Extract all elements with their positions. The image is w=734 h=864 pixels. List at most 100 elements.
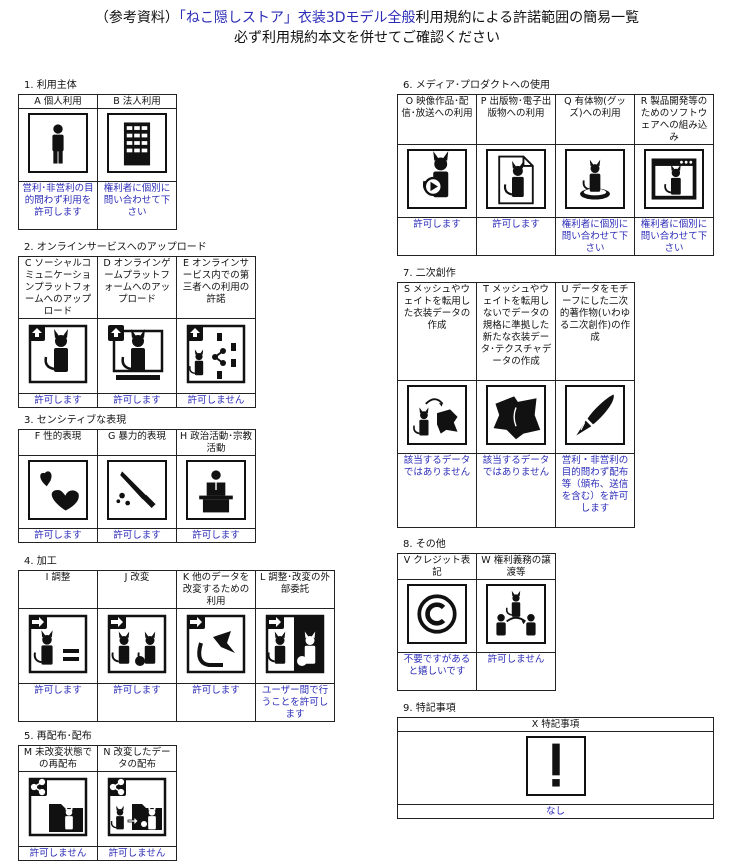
item-label: U データをモチーフにした二次的著作物(いわゆる二次創作)の作成	[555, 282, 635, 381]
status-text: 許可しません	[18, 846, 98, 861]
section-5: 5. 再配布･配布 M 未改変状態での再配布 N 改変したデータの配布 許可しま…	[18, 731, 177, 861]
status-text: なし	[397, 804, 714, 819]
status-text: 権利者に個別に問い合わせて下さい	[555, 217, 635, 256]
license-table: I 調整 J 改変 K 他のデータを改変するための利用 L 調整･改変の外部委託…	[18, 570, 335, 722]
item-label: J 改変	[97, 570, 177, 609]
section-heading: 5. 再配布･配布	[24, 731, 92, 742]
status-text: 許可します	[18, 683, 98, 722]
item-label: W 権利義務の譲渡等	[476, 553, 556, 580]
license-table: M 未改変状態での再配布 N 改変したデータの配布 許可しません 許可しません	[18, 745, 177, 861]
store-name: 「ねこ隠しストア」衣装3Dモデル全般	[178, 10, 416, 26]
section-7: 7. 二次創作 S メッシュやウェイトを転用した衣装データの作成 T メッシュや…	[397, 268, 635, 528]
pen-nib-icon	[565, 385, 625, 445]
status-text: 許可します	[18, 528, 98, 543]
status-text: 不要ですがあると嬉しいです	[397, 652, 477, 691]
share-folder-icon	[27, 776, 89, 838]
status-text: 許可します	[397, 217, 477, 256]
item-label: Q 有体物(グッズ)への利用	[555, 94, 635, 145]
item-label: V クレジット表記	[397, 553, 477, 580]
section-4: 4. 加工 I 調整 J 改変 K 他のデータを改変するための利用 L 調整･改…	[18, 556, 335, 722]
item-label: D オンラインゲームプラットフォームへのアップロード	[97, 256, 177, 319]
title-line-2: 必ず利用規約本文を併せてご確認ください	[234, 30, 500, 46]
status-text: 許可します	[97, 393, 177, 408]
reuse-data-icon	[185, 613, 247, 675]
status-text: 許可します	[18, 393, 98, 408]
item-label: C ソーシャルコミュニケーションプラットフォームへのアップロード	[18, 256, 98, 319]
license-table: S メッシュやウェイトを転用した衣装データの作成 T メッシュやウェイトを転用し…	[397, 282, 635, 528]
item-label: E オンラインサービス内での第三者への利用の許諾	[176, 256, 256, 319]
item-label: F 性的表現	[18, 429, 98, 456]
figure-icon	[565, 149, 625, 209]
license-table: F 性的表現 G 暴力的表現 H 政治活動･宗教活動 許可します 許可します 許…	[18, 429, 256, 543]
license-table: X 特記事項 なし	[397, 717, 714, 819]
status-text: 許可します	[176, 528, 256, 543]
status-text: 許可します	[97, 528, 177, 543]
podium-icon	[186, 460, 246, 520]
item-label: P 出版物･電子出版物への利用	[476, 94, 556, 145]
item-label: T メッシュやウェイトを転用しないでデータの規格に準拠した新たな衣装データ･テク…	[476, 282, 556, 381]
license-table: O 映像作品･配信･放送への利用 P 出版物･電子出版物への利用 Q 有体物(グ…	[397, 94, 714, 256]
status-text: 該当するデータではありません	[397, 453, 477, 528]
section-2: 2. オンラインサービスへのアップロード C ソーシャルコミュニケーションプラッ…	[18, 242, 256, 408]
item-label: A 個人利用	[18, 94, 98, 109]
item-label: X 特記事項	[397, 717, 714, 732]
status-text: 許可します	[97, 683, 177, 722]
item-label: B 法人利用	[97, 94, 177, 109]
section-heading: 8. その他	[403, 539, 446, 550]
section-heading: 3. センシティブな表現	[24, 415, 127, 426]
item-label: N 改変したデータの配布	[97, 745, 177, 772]
item-label: I 調整	[18, 570, 98, 609]
item-label: G 暴力的表現	[97, 429, 177, 456]
item-label: O 映像作品･配信･放送への利用	[397, 94, 477, 145]
section-1: 1. 利用主体 A 個人利用 B 法人利用 営利･非営利の目的問わず利用を許可し…	[18, 80, 177, 230]
status-text: 該当するデータではありません	[476, 453, 556, 528]
adjust-icon	[27, 613, 89, 675]
section-heading: 2. オンラインサービスへのアップロード	[24, 242, 207, 253]
exclamation-icon	[525, 736, 586, 796]
outsource-icon	[264, 613, 326, 675]
status-text: 許可しません	[476, 652, 556, 691]
hearts-icon	[28, 460, 88, 520]
outfit-icon	[486, 385, 546, 445]
status-text: 許可しません	[97, 846, 177, 861]
knife-icon	[107, 460, 167, 520]
status-text: 許可しません	[176, 393, 256, 408]
upload-avatar-icon	[27, 323, 89, 385]
section-heading: 7. 二次創作	[403, 268, 456, 279]
item-label: H 政治活動･宗教活動	[176, 429, 256, 456]
upload-share-icon	[185, 323, 247, 385]
section-heading: 1. 利用主体	[24, 80, 77, 91]
license-table: V クレジット表記 W 権利義務の譲渡等 不要ですがあると嬉しいです 許可しませ…	[397, 553, 556, 691]
license-table: C ソーシャルコミュニケーションプラットフォームへのアップロード D オンライン…	[18, 256, 256, 408]
section-heading: 9. 特記事項	[403, 703, 456, 714]
upload-game-icon	[106, 323, 168, 385]
video-icon	[407, 149, 467, 209]
item-label: M 未改変状態での再配布	[18, 745, 98, 772]
modify-icon	[106, 613, 168, 675]
item-label: K 他のデータを改変するための利用	[176, 570, 256, 609]
title-line-1: （参考資料）「ねこ隠しストア」衣装3Dモデル全般利用規約による許諾範囲の簡易一覧	[94, 10, 640, 26]
status-text: 営利･非営利の目的問わず利用を許可します	[18, 181, 98, 230]
copyright-icon	[407, 584, 467, 644]
person-icon	[28, 113, 88, 173]
section-8: 8. その他 V クレジット表記 W 権利義務の譲渡等 不要ですがあると嬉しいで…	[397, 539, 556, 691]
building-icon	[107, 113, 167, 173]
share-modified-icon	[106, 776, 168, 838]
section-6: 6. メディア･プロダクトへの使用 O 映像作品･配信･放送への利用 P 出版物…	[397, 80, 714, 256]
document-title: （参考資料）「ねこ隠しストア」衣装3Dモデル全般利用規約による許諾範囲の簡易一覧…	[0, 8, 734, 48]
status-text: 許可します	[176, 683, 256, 722]
transfer-icon	[486, 584, 546, 644]
status-text: 営利・非営利の目的問わず配布等（頒布、送信を含む）を許可します	[555, 453, 635, 528]
item-label: S メッシュやウェイトを転用した衣装データの作成	[397, 282, 477, 381]
license-table: A 個人利用 B 法人利用 営利･非営利の目的問わず利用を許可します 権利者に個…	[18, 94, 177, 230]
section-3: 3. センシティブな表現 F 性的表現 G 暴力的表現 H 政治活動･宗教活動 …	[18, 415, 256, 543]
status-text: 権利者に個別に問い合わせて下さい	[97, 181, 177, 230]
item-label: R 製品開発等のためのソフトウェアへの組み込み	[634, 94, 714, 145]
section-heading: 6. メディア･プロダクトへの使用	[403, 80, 551, 91]
publication-icon	[486, 149, 546, 209]
status-text: 権利者に個別に問い合わせて下さい	[634, 217, 714, 256]
status-text: ユーザー間で行うことを許可します	[255, 683, 335, 722]
section-heading: 4. 加工	[24, 556, 57, 567]
section-9: 9. 特記事項 X 特記事項 なし	[397, 703, 714, 819]
convert-outfit-icon	[407, 385, 467, 445]
